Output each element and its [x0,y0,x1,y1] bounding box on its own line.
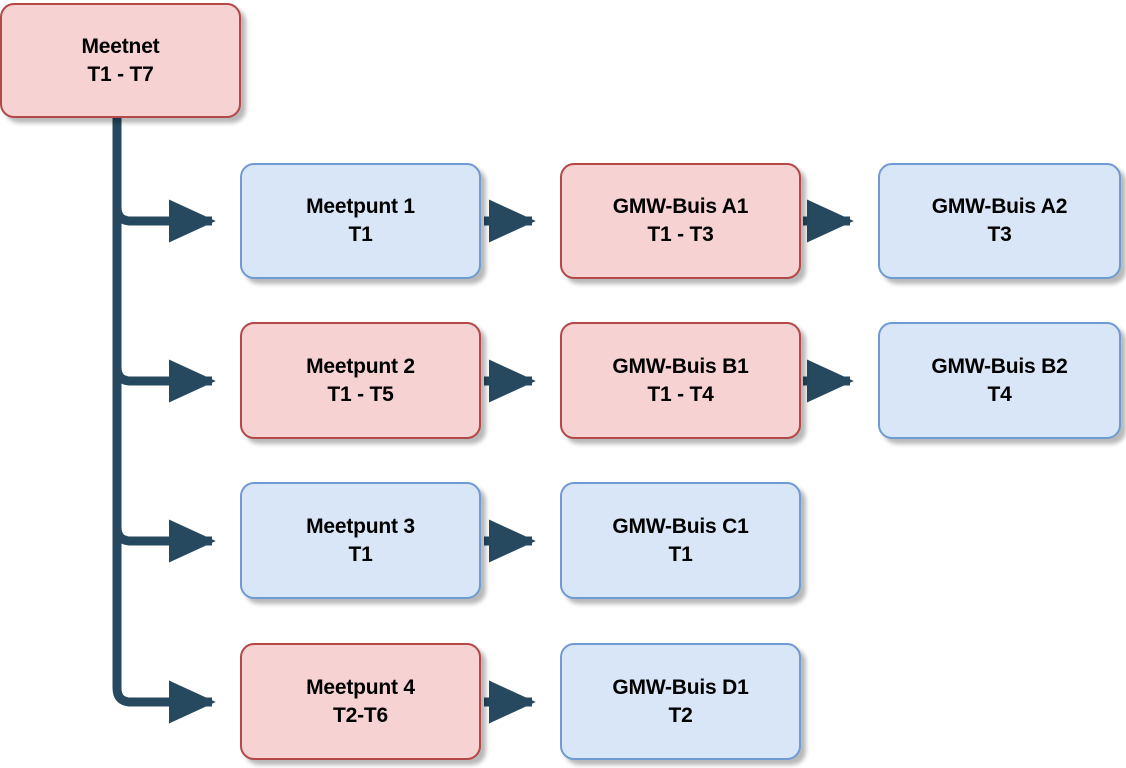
node-subtitle: T3 [987,223,1012,246]
node-meetpunt-3[interactable]: Meetpunt 3 T1 [240,482,481,599]
node-subtitle: T2-T6 [332,703,388,727]
node-title: GMW-Buis C1 [612,514,749,538]
node-gmw-buis-b2[interactable]: GMW-Buis B2 T4 [878,322,1121,439]
trunk-branch-row2 [112,118,216,403]
node-subtitle: T1 - T3 [647,223,714,246]
trunk-branch-row4 [112,118,216,724]
node-title: GMW-Buis A1 [612,195,749,219]
node-title: Meetpunt 3 [306,514,415,538]
node-gmw-buis-d1[interactable]: GMW-Buis D1 T2 [560,643,801,760]
node-meetpunt-1[interactable]: Meetpunt 1 T1 [240,163,481,279]
node-subtitle: T1 - T4 [647,382,714,406]
node-subtitle: T1 - T7 [87,62,154,86]
node-title: Meetpunt 4 [306,675,415,699]
node-title: Meetnet [81,34,160,58]
node-title: Meetpunt 1 [306,195,415,219]
node-title: GMW-Buis B2 [931,354,1068,378]
node-meetnet[interactable]: Meetnet T1 - T7 [0,3,241,118]
node-subtitle: T1 [668,542,693,566]
node-gmw-buis-a2[interactable]: GMW-Buis A2 T3 [878,163,1121,279]
node-meetpunt-2[interactable]: Meetpunt 2 T1 - T5 [240,322,481,439]
node-title: GMW-Buis A2 [931,195,1068,219]
node-subtitle: T4 [987,382,1012,406]
node-subtitle: T1 - T5 [327,382,394,406]
trunk-branch-row1 [112,118,216,243]
node-title: GMW-Buis D1 [612,675,749,699]
node-gmw-buis-c1[interactable]: GMW-Buis C1 T1 [560,482,801,599]
node-subtitle: T1 [348,542,373,566]
node-subtitle: T2 [668,703,693,727]
trunk-branch-row3 [112,118,216,563]
node-meetpunt-4[interactable]: Meetpunt 4 T2-T6 [240,643,481,760]
node-title: GMW-Buis B1 [612,354,749,378]
node-gmw-buis-a1[interactable]: GMW-Buis A1 T1 - T3 [560,163,801,279]
node-title: Meetpunt 2 [306,354,415,378]
node-subtitle: T1 [348,223,373,246]
node-gmw-buis-b1[interactable]: GMW-Buis B1 T1 - T4 [560,322,801,439]
